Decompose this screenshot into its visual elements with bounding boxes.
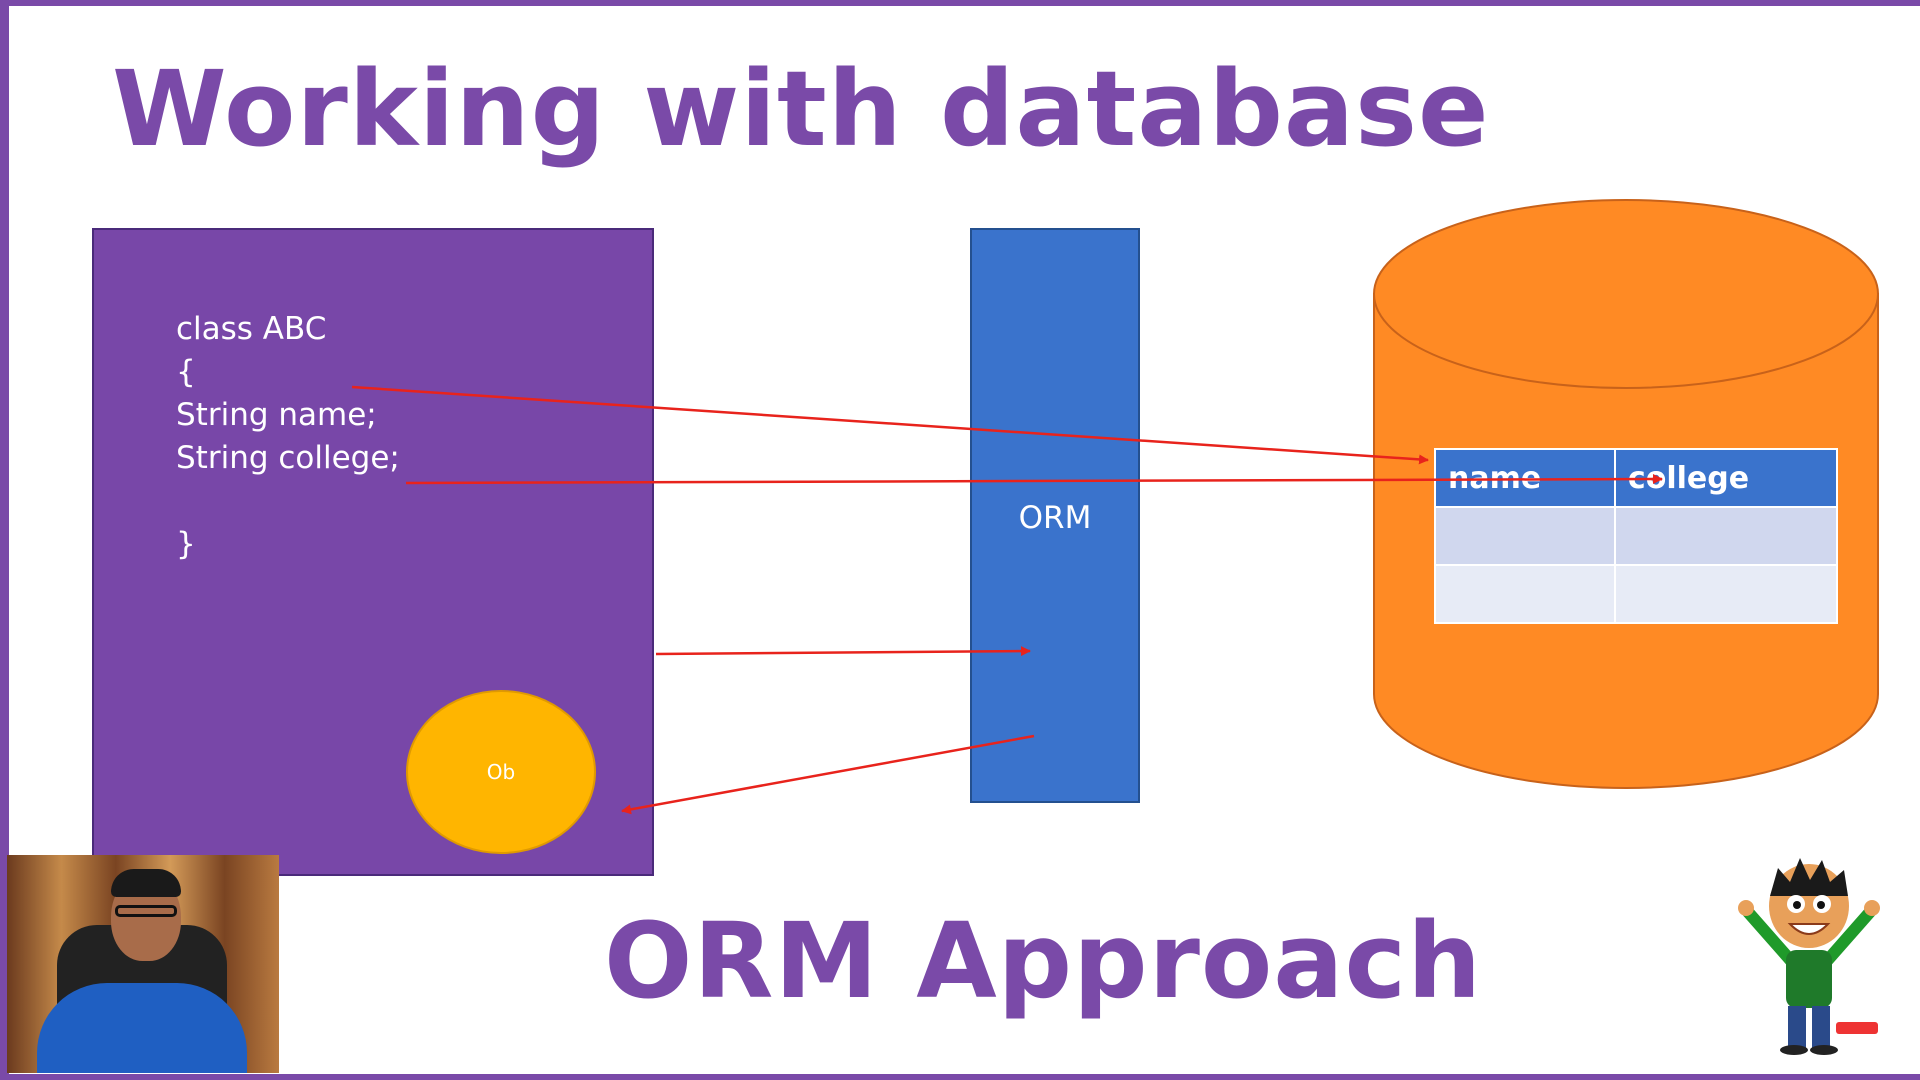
- code-line: String name;: [176, 397, 377, 433]
- table-cell: [1613, 506, 1839, 566]
- webcam-presenter-icon: [7, 855, 279, 1073]
- table-row: [1434, 564, 1839, 624]
- code-line: [176, 480, 400, 523]
- slide-subtitle: ORM Approach: [604, 900, 1483, 1022]
- orm-box: ORM: [970, 228, 1140, 803]
- orm-label: ORM: [1018, 500, 1092, 536]
- code-line: {: [176, 354, 196, 390]
- code-line: String college;: [176, 440, 400, 476]
- column-header-name: name: [1434, 448, 1616, 508]
- class-code: class ABC { String name; String college;…: [176, 308, 400, 566]
- slide-border-bottom: [0, 1074, 1920, 1080]
- table-cell: [1434, 564, 1616, 624]
- table-cell: [1613, 564, 1839, 624]
- slide-border-top: [0, 0, 1920, 6]
- db-table: name college: [1434, 448, 1839, 624]
- object-ellipse: Ob: [406, 690, 596, 854]
- db-table-header: name college: [1434, 448, 1839, 508]
- table-cell: [1434, 506, 1616, 566]
- column-header-college: college: [1613, 448, 1839, 508]
- table-row: [1434, 506, 1839, 566]
- object-label: Ob: [486, 760, 516, 784]
- cartoon-boy-icon: [1738, 858, 1880, 1055]
- slide-border-left: [0, 0, 9, 1080]
- code-line: class ABC: [176, 311, 327, 347]
- slide-title: Working with database: [112, 48, 1490, 170]
- code-line: }: [176, 526, 196, 562]
